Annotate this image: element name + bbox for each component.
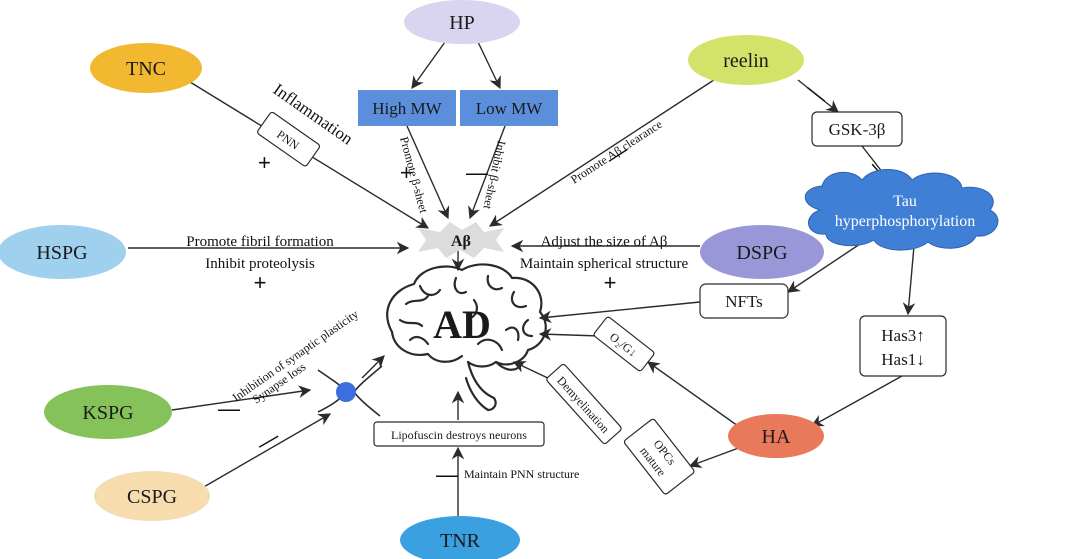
tnr-label: TNR — [440, 530, 481, 552]
lipofuscin-node: Lipofuscin destroys neurons — [373, 421, 545, 447]
label-promote-fibril: Promote fibril formation — [186, 234, 334, 250]
edge-hp-highmw — [411, 41, 446, 90]
has1-label: Has1↓ — [881, 350, 924, 369]
sign-minus-cspg: — — [252, 424, 284, 457]
tau-cloud-node: Tau hyperphosphorylation — [804, 169, 999, 251]
sign-minus-lowmw: — — [466, 160, 488, 185]
hspg-node: HSPG — [0, 225, 126, 279]
abeta-label: Aβ — [451, 233, 471, 250]
sign-plus-hspg: + — [254, 270, 267, 295]
neuron-illustration — [317, 365, 383, 417]
sign-plus-dspg: + — [604, 270, 617, 295]
pnn-node: PNN — [257, 111, 321, 167]
kspg-node: KSPG — [44, 385, 172, 439]
has-node: Has3↑ Has1↓ — [859, 315, 947, 377]
label-maintain-spherical: Maintain spherical structure — [520, 256, 689, 272]
high-mw-label: High MW — [372, 99, 442, 118]
sign-minus-kspg: — — [218, 396, 240, 421]
edge-tau-nfts — [786, 243, 861, 293]
sign-plus-highmw: + — [400, 160, 413, 185]
tnr-node: TNR — [400, 516, 520, 559]
edge-nfts-ad — [538, 301, 701, 324]
tnc-node: TNC — [90, 43, 202, 93]
opcs-node: OPCs mature — [623, 418, 695, 495]
demyelination-label: Demyelination — [554, 373, 612, 435]
hp-label: HP — [449, 12, 475, 34]
o2g-node: O₂/G↓ — [593, 316, 655, 372]
edge-neuron-ad — [361, 355, 385, 379]
cspg-node: CSPG — [94, 471, 210, 521]
edge-cspg-neuron — [201, 413, 332, 489]
nfts-label: NFTs — [725, 292, 763, 311]
neuron-dot — [336, 382, 356, 402]
sign-minus-tnr: — — [436, 462, 458, 487]
kspg-label: KSPG — [82, 402, 133, 424]
edge-demyel-ad — [512, 361, 553, 381]
edge-lowmw-abeta — [468, 125, 506, 220]
low-mw-node: Low MW — [460, 90, 558, 126]
edge-hp-lowmw — [477, 41, 501, 90]
reelin-label: reelin — [723, 50, 769, 72]
sign-plus-tnc: + — [258, 150, 271, 175]
edge-reelin-abeta — [488, 75, 721, 227]
cspg-label: CSPG — [127, 486, 177, 508]
has3-label: Has3↑ — [881, 326, 924, 345]
edge-reelin-gsk — [797, 79, 839, 113]
hp-node: HP — [404, 0, 520, 44]
label-adjust-size: Adjust the size of Aβ — [541, 234, 668, 250]
edge-ha-o2g — [646, 361, 739, 427]
dspg-label: DSPG — [736, 242, 787, 264]
edge-ha-opcs — [688, 445, 745, 468]
ad-label: AD — [433, 302, 491, 347]
edge-kspg-neuron — [171, 385, 312, 411]
gsk3b-node: GSK-3β — [811, 111, 903, 147]
edge-o2g-ad — [538, 328, 601, 341]
tau-label-line1: Tau — [893, 193, 917, 210]
hspg-label: HSPG — [36, 242, 87, 264]
demyelination-node: Demyelination — [546, 363, 622, 445]
nfts-node: NFTs — [699, 283, 789, 319]
abeta-node: Aβ — [418, 222, 504, 258]
brain-illustration: AD — [386, 263, 547, 412]
label-maintain-pnn: Maintain PNN structure — [464, 467, 579, 481]
tnc-label: TNC — [126, 58, 166, 80]
ha-label: HA — [762, 426, 791, 448]
gsk3b-label: GSK-3β — [829, 120, 886, 139]
tau-label-line2: hyperphosphorylation — [835, 213, 975, 230]
low-mw-label: Low MW — [476, 99, 544, 118]
reelin-node: reelin — [688, 35, 804, 85]
edge-has-ha — [810, 375, 903, 427]
lipofuscin-label: Lipofuscin destroys neurons — [391, 428, 527, 442]
edge-highmw-abeta — [406, 125, 450, 220]
dspg-node: DSPG — [700, 225, 824, 279]
ha-node: HA — [728, 414, 824, 458]
high-mw-node: High MW — [358, 90, 456, 126]
label-inhibit-proteolysis: Inhibit proteolysis — [205, 256, 315, 272]
edge-tau-has — [902, 245, 916, 316]
